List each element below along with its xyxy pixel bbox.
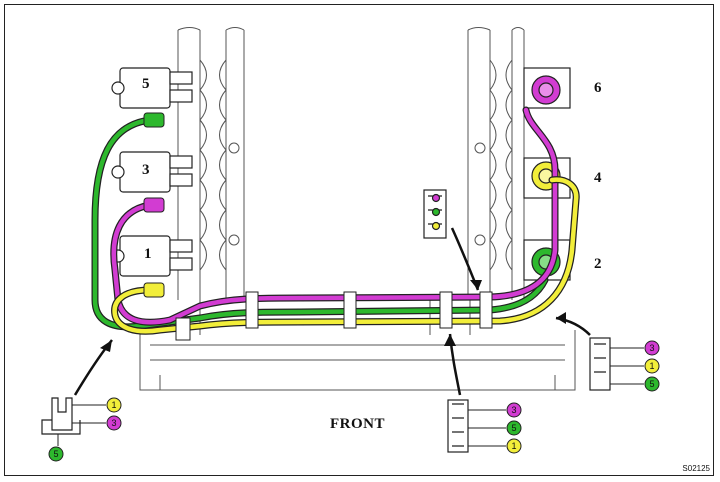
clamp-c-badges: 3 1 5 (610, 340, 660, 392)
callout-arrowheads (100, 280, 566, 352)
front-label: FRONT (330, 416, 385, 432)
clamp-a-badges: 1 3 5 (48, 397, 122, 462)
wire-boot-green (143, 112, 165, 128)
diagram-frame (4, 4, 714, 476)
coil-label-1: 1 (144, 246, 152, 262)
clamp-b-badge-3: 1 (511, 441, 516, 451)
clamp-c-badge-2: 1 (649, 361, 654, 371)
clamp-a-badge-3: 5 (53, 449, 58, 459)
coil-pack-5 (111, 67, 193, 109)
figure-code: S02125 (682, 464, 710, 473)
wire-green (91, 116, 549, 331)
wire-boot-magenta (143, 197, 165, 213)
clamp-detail-a (41, 397, 81, 435)
harness-clamps (175, 291, 493, 341)
coil-label-5: 5 (142, 76, 150, 92)
wire-boot-yellow (143, 282, 165, 298)
clamp-c-badge-3: 5 (649, 379, 654, 389)
plug-label-2: 2 (594, 256, 602, 272)
engine-head-right (467, 27, 525, 300)
clamp-detail-d (423, 189, 447, 239)
clamp-detail-b (447, 399, 469, 453)
plug-label-6: 6 (594, 80, 602, 96)
clamp-a-badge-2: 3 (111, 418, 116, 428)
clamp-c-badge-1: 3 (649, 343, 654, 353)
clamp-b-badge-2: 5 (511, 423, 516, 433)
plug-boot-6 (523, 67, 571, 109)
coil-label-3: 3 (142, 162, 150, 178)
clamp-b-badges: 3 5 1 (468, 402, 522, 454)
clamp-detail-c (589, 337, 611, 391)
coil-pack-3 (111, 151, 193, 193)
clamp-a-badge-1: 1 (111, 400, 116, 410)
clamp-b-badge-1: 3 (511, 405, 516, 415)
plug-label-4: 4 (594, 170, 602, 186)
wire-yellow (111, 176, 580, 335)
